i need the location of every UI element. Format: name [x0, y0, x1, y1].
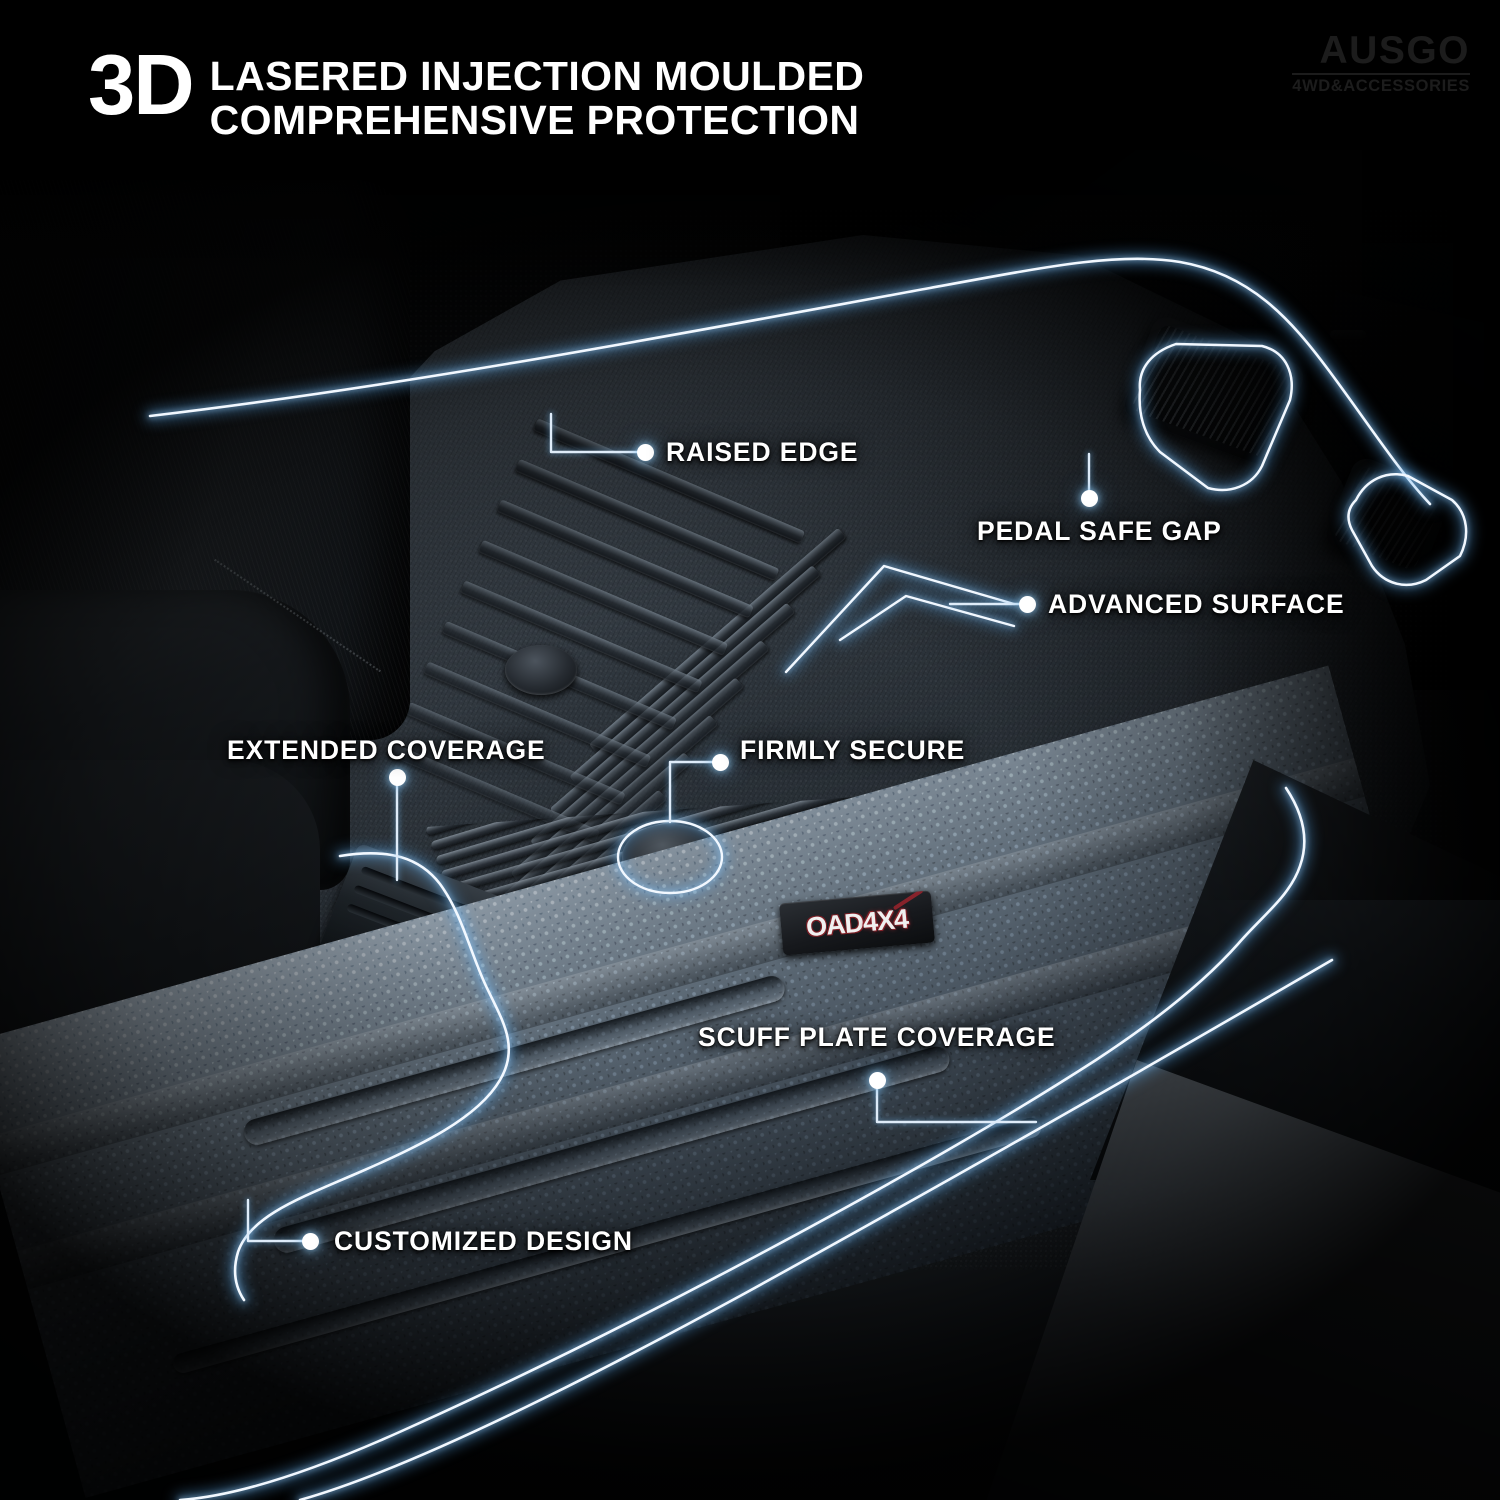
logo-tagline-text: 4WD&ACCESSORIES — [1292, 77, 1470, 96]
badge-brand-text: OAD — [804, 907, 865, 942]
callout-dot-scuff-plate-coverage — [869, 1072, 886, 1089]
callout-dot-advanced-surface — [1019, 596, 1036, 613]
callout-label-raised-edge: RAISED EDGE — [666, 437, 859, 467]
callout-dot-firmly-secure — [712, 754, 729, 771]
logo-brand-text: AUSGO — [1319, 29, 1470, 72]
callout-label-pedal-safe-gap: PEDAL SAFE GAP — [977, 516, 1222, 546]
callout-dot-extended-coverage — [389, 769, 406, 786]
callout-dot-customized-design — [302, 1233, 319, 1250]
header-line-2: COMPREHENSIVE PROTECTION — [209, 96, 860, 143]
callout-label-extended-coverage: EXTENDED COVERAGE — [227, 735, 546, 765]
badge-accent-slash — [892, 890, 924, 911]
ausgo-logo: AUSGO 4WD&ACCESSORIES — [1292, 29, 1470, 96]
callout-label-scuff-plate-coverage: SCUFF PLATE COVERAGE — [698, 1022, 1056, 1052]
logo-divider — [1292, 73, 1470, 76]
callout-dot-raised-edge — [637, 444, 654, 461]
badge-variant-text: 4X4 — [861, 903, 910, 937]
callout-label-advanced-surface: ADVANCED SURFACE — [1048, 589, 1345, 619]
callout-label-customized-design: CUSTOMIZED DESIGN — [334, 1226, 633, 1256]
header: 3D LASERED INJECTION MOULDED COMPREHENSI… — [0, 0, 1500, 190]
callout-dot-pedal-safe-gap — [1081, 490, 1098, 507]
header-line-1: LASERED INJECTION MOULDED — [209, 53, 865, 99]
callout-label-firmly-secure: FIRMLY SECURE — [740, 735, 966, 765]
header-3d-badge: 3D — [88, 38, 195, 133]
